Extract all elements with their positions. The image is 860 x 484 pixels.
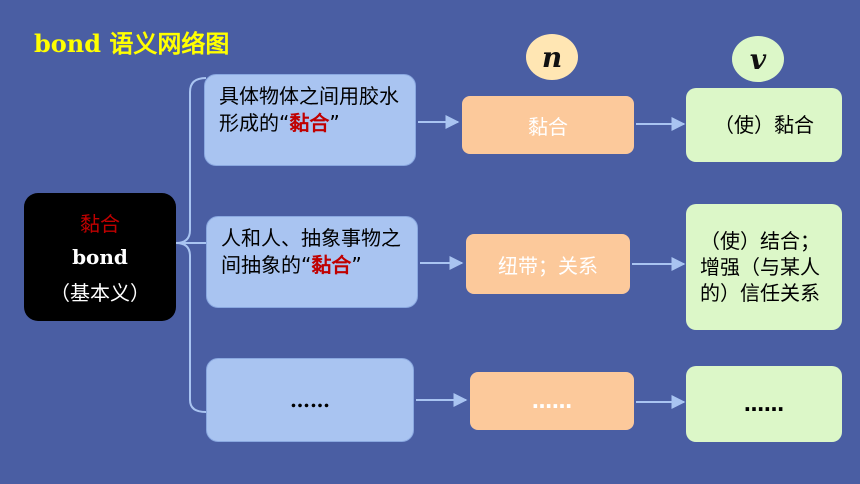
noun-box-3: …… bbox=[470, 372, 634, 430]
bracket-connector bbox=[175, 77, 207, 244]
root-chinese: 黏合 bbox=[80, 212, 120, 236]
verb-column-badge: v bbox=[732, 36, 784, 82]
noun-box-2: 纽带；关系 bbox=[466, 234, 630, 294]
verb-box-3: …… bbox=[686, 366, 842, 442]
verb-box-1: （使）黏合 bbox=[686, 88, 842, 162]
sense-text: 人和人、抽象事物之间抽象的“ bbox=[221, 226, 401, 277]
sense-highlight: 黏合 bbox=[289, 111, 330, 135]
sense-text: ” bbox=[351, 253, 362, 277]
sense-highlight: 黏合 bbox=[311, 253, 352, 277]
sense-text: 具体物体之间用胶水形成的“ bbox=[219, 84, 399, 135]
root-english: bond bbox=[72, 245, 128, 269]
sense-box-abstract: 人和人、抽象事物之间抽象的“黏合” bbox=[206, 216, 418, 308]
sense-box-more: …… bbox=[206, 358, 414, 442]
root-note: （基本义） bbox=[50, 281, 150, 305]
verb-box-2: （使）结合；增强（与某人的）信任关系 bbox=[686, 204, 842, 330]
noun-column-badge: n bbox=[526, 34, 578, 80]
root-node: 黏合 bond （基本义） bbox=[24, 193, 176, 321]
page-title: bond 语义网络图 bbox=[34, 29, 230, 58]
noun-box-1: 黏合 bbox=[462, 96, 634, 154]
sense-text: ” bbox=[329, 111, 340, 135]
bracket-connector bbox=[175, 242, 207, 413]
sense-box-concrete: 具体物体之间用胶水形成的“黏合” bbox=[204, 74, 416, 166]
